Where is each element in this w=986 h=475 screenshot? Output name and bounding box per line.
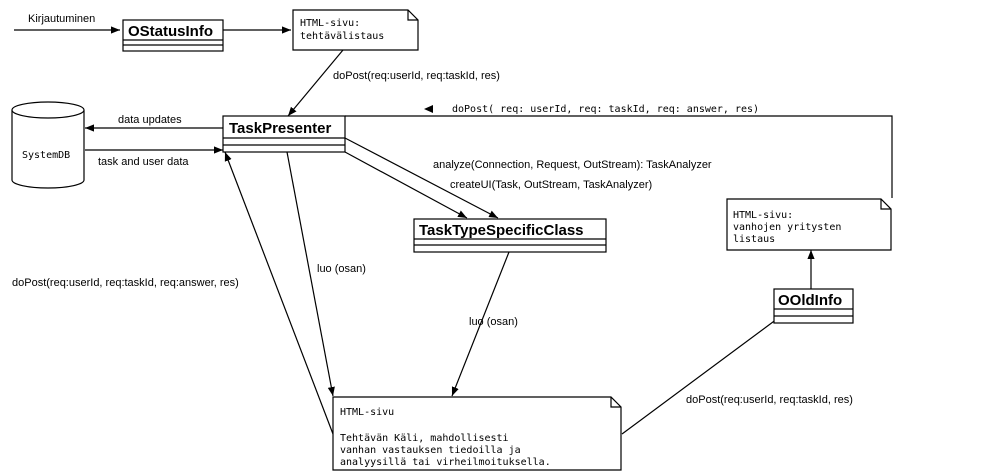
class-name-tasktypespecific: TaskTypeSpecificClass xyxy=(419,222,584,239)
edge-label-createui: createUI(Task, OutStream, TaskAnalyzer) xyxy=(450,179,652,191)
edge-kirjautuminen: Kirjautuminen xyxy=(14,13,120,34)
note-tehtavan-kali: HTML-sivu Tehtävän Käli, mahdollisesti v… xyxy=(332,396,622,471)
edge-label-dopost-old: doPost(req:userId, req:taskId, res) xyxy=(686,394,853,406)
edge-note-to-taskpresenter: doPost(req:userId, req:taskId, res) xyxy=(287,49,500,117)
note-vanhojen-line-2: vanhojen yritysten xyxy=(733,222,841,233)
class-taskpresenter: TaskPresenter xyxy=(222,115,346,153)
class-ostatusinfo: OStatusInfo xyxy=(122,19,224,52)
class-name-ooldinfo: OOldInfo xyxy=(778,292,842,309)
edge-label-dopost-answer: doPost(req:userId, req:taskId, req:answe… xyxy=(12,277,239,289)
database-name: SystemDB xyxy=(22,150,70,161)
class-ooldinfo: OOldInfo xyxy=(773,288,854,324)
note-tehtavan-line-5: analyysillä tai virheilmoituksella. xyxy=(340,457,551,468)
edge-dopost-old-return: doPost( req: userId, req: taskId, req: a… xyxy=(345,104,893,198)
note-tehtavan-line-1: HTML-sivu xyxy=(340,407,394,418)
edge-dopost-old: doPost(req:userId, req:taskId, res) xyxy=(621,312,853,435)
edge-luo-specific: luo (osan) xyxy=(451,251,518,397)
edge-createui: createUI(Task, OutStream, TaskAnalyzer) xyxy=(344,151,652,219)
edge-label-luo-specific: luo (osan) xyxy=(469,316,518,328)
database-systemdb: SystemDB xyxy=(11,101,85,189)
edge-luo-presenter: luo (osan) xyxy=(286,151,366,397)
note-vanhojen-listaus: HTML-sivu: vanhojen yritysten listaus xyxy=(726,198,892,251)
edge-label-luo-presenter: luo (osan) xyxy=(317,263,366,275)
note-tehtavan-line-4: vanhan vastauksen tiedoilla ja xyxy=(340,445,521,456)
class-tasktypespecific: TaskTypeSpecificClass xyxy=(413,218,607,253)
edge-label-analyze: analyze(Connection, Request, OutStream):… xyxy=(433,159,712,171)
note-vanhojen-line-3: listaus xyxy=(733,234,775,245)
class-name-taskpresenter: TaskPresenter xyxy=(229,120,331,137)
edge-dopost-answer: doPost(req:userId, req:taskId, req:answe… xyxy=(12,151,334,435)
edge-analyze: analyze(Connection, Request, OutStream):… xyxy=(344,137,712,219)
class-name-ostatusinfo: OStatusInfo xyxy=(128,23,213,40)
note-tehtavalistaus-line-2: tehtävälistaus xyxy=(300,31,384,42)
edge-data-updates: data updates xyxy=(85,114,223,132)
edge-task-user-data: task and user data xyxy=(85,146,223,168)
note-tehtavalistaus-line-1: HTML-sivu: xyxy=(300,18,360,29)
edge-label-data-updates: data updates xyxy=(118,114,182,126)
edge-label-dopost-old-return: doPost( req: userId, req: taskId, req: a… xyxy=(452,104,759,115)
note-vanhojen-line-1: HTML-sivu: xyxy=(733,210,793,221)
note-tehtavan-line-3: Tehtävän Käli, mahdollisesti xyxy=(340,433,509,444)
note-tehtavalistaus: HTML-sivu: tehtävälistaus xyxy=(292,9,419,51)
edge-label-task-user-data: task and user data xyxy=(98,156,189,168)
edge-label-kirjautuminen: Kirjautuminen xyxy=(28,13,95,25)
edge-label-dopost-status: doPost(req:userId, req:taskId, res) xyxy=(333,70,500,82)
